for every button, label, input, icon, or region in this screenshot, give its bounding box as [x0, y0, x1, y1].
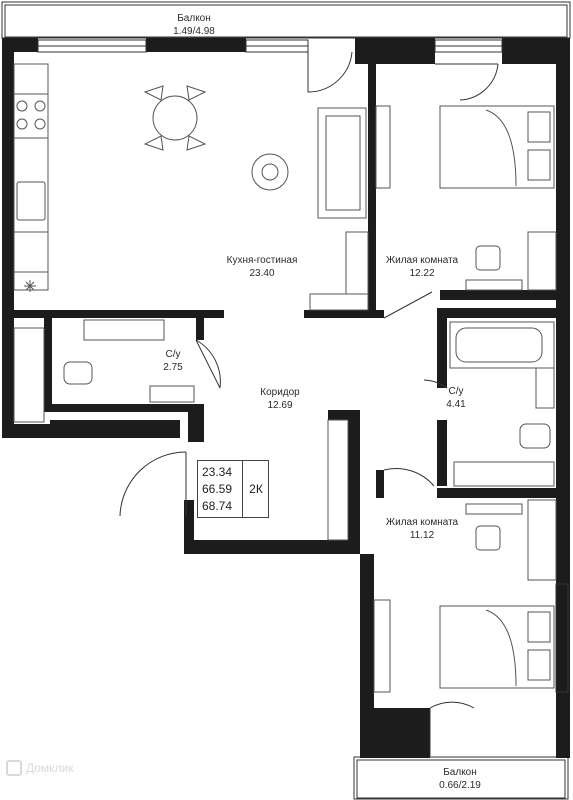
kitchen-living-area: 23.40 — [249, 268, 275, 279]
windows — [37, 39, 569, 693]
bathroom1-fixtures — [13, 319, 195, 423]
bedroom1-name: Жилая комната — [385, 255, 459, 266]
watermark-logo-icon — [6, 760, 22, 776]
desk-2 — [465, 503, 523, 551]
corridor-name: Коридор — [260, 387, 300, 398]
corridor-wardrobe — [327, 419, 349, 541]
balcony-bottom-label: Балкон 0.66/2.19 — [439, 766, 481, 792]
dining-table — [143, 85, 207, 151]
balcony-top-label: Балкон 1.49/4.98 — [173, 12, 215, 38]
balcony-top — [1, 1, 571, 39]
bathroom2-label: С/у 4.41 — [446, 385, 465, 411]
watermark-text: Домклик — [26, 761, 74, 775]
living-wardrobe — [309, 231, 369, 311]
bathroom2-name: С/у — [448, 386, 464, 397]
balcony-bottom-area: 0.66/2.19 — [439, 780, 481, 791]
bedroom2-wardrobe — [527, 499, 557, 581]
sofa — [317, 107, 367, 219]
bed-2 — [373, 599, 555, 693]
total-with-balcony: 68.74 — [202, 499, 233, 513]
area-summary: 23.34 66.59 68.74 2К — [197, 460, 269, 518]
kitchen-living-name: Кухня-гостиная — [226, 255, 298, 266]
kitchen-living-label: Кухня-гостиная 23.40 — [227, 254, 298, 280]
corridor-area: 12.69 — [267, 400, 293, 411]
bathroom1-label: С/у 2.75 — [163, 348, 182, 374]
corridor-label: Коридор 12.69 — [260, 386, 300, 412]
balcony-top-area: 1.49/4.98 — [173, 26, 215, 37]
living-area: 23.34 — [202, 465, 233, 479]
doors — [119, 51, 499, 756]
balcony-bottom-name: Балкон — [443, 767, 477, 778]
bedroom1-area: 12.22 — [409, 268, 435, 279]
desk-1 — [465, 245, 523, 291]
bathroom1-area: 2.75 — [163, 362, 183, 373]
bed-1 — [439, 105, 555, 189]
walls — [2, 38, 570, 758]
kitchen-unit — [13, 63, 49, 292]
balcony-bottom — [353, 756, 569, 800]
area-summary-values: 23.34 66.59 68.74 — [202, 464, 232, 515]
apartment-type: 2К — [242, 461, 269, 517]
bathroom1-name: С/у — [165, 349, 181, 360]
bedroom2-area: 11.12 — [409, 530, 435, 541]
bathroom2-fixtures — [449, 321, 555, 487]
total-area: 66.59 — [202, 482, 233, 496]
bathroom2-area: 4.41 — [446, 399, 466, 410]
bedroom2-name: Жилая комната — [385, 517, 459, 528]
watermark: Домклик — [6, 760, 74, 776]
rug — [251, 153, 289, 191]
bedroom1-wardrobe — [375, 105, 557, 291]
bedroom1-label: Жилая комната 12.22 — [386, 254, 458, 280]
bedroom2-label: Жилая комната 11.12 — [386, 516, 458, 542]
balcony-top-name: Балкон — [177, 13, 211, 24]
